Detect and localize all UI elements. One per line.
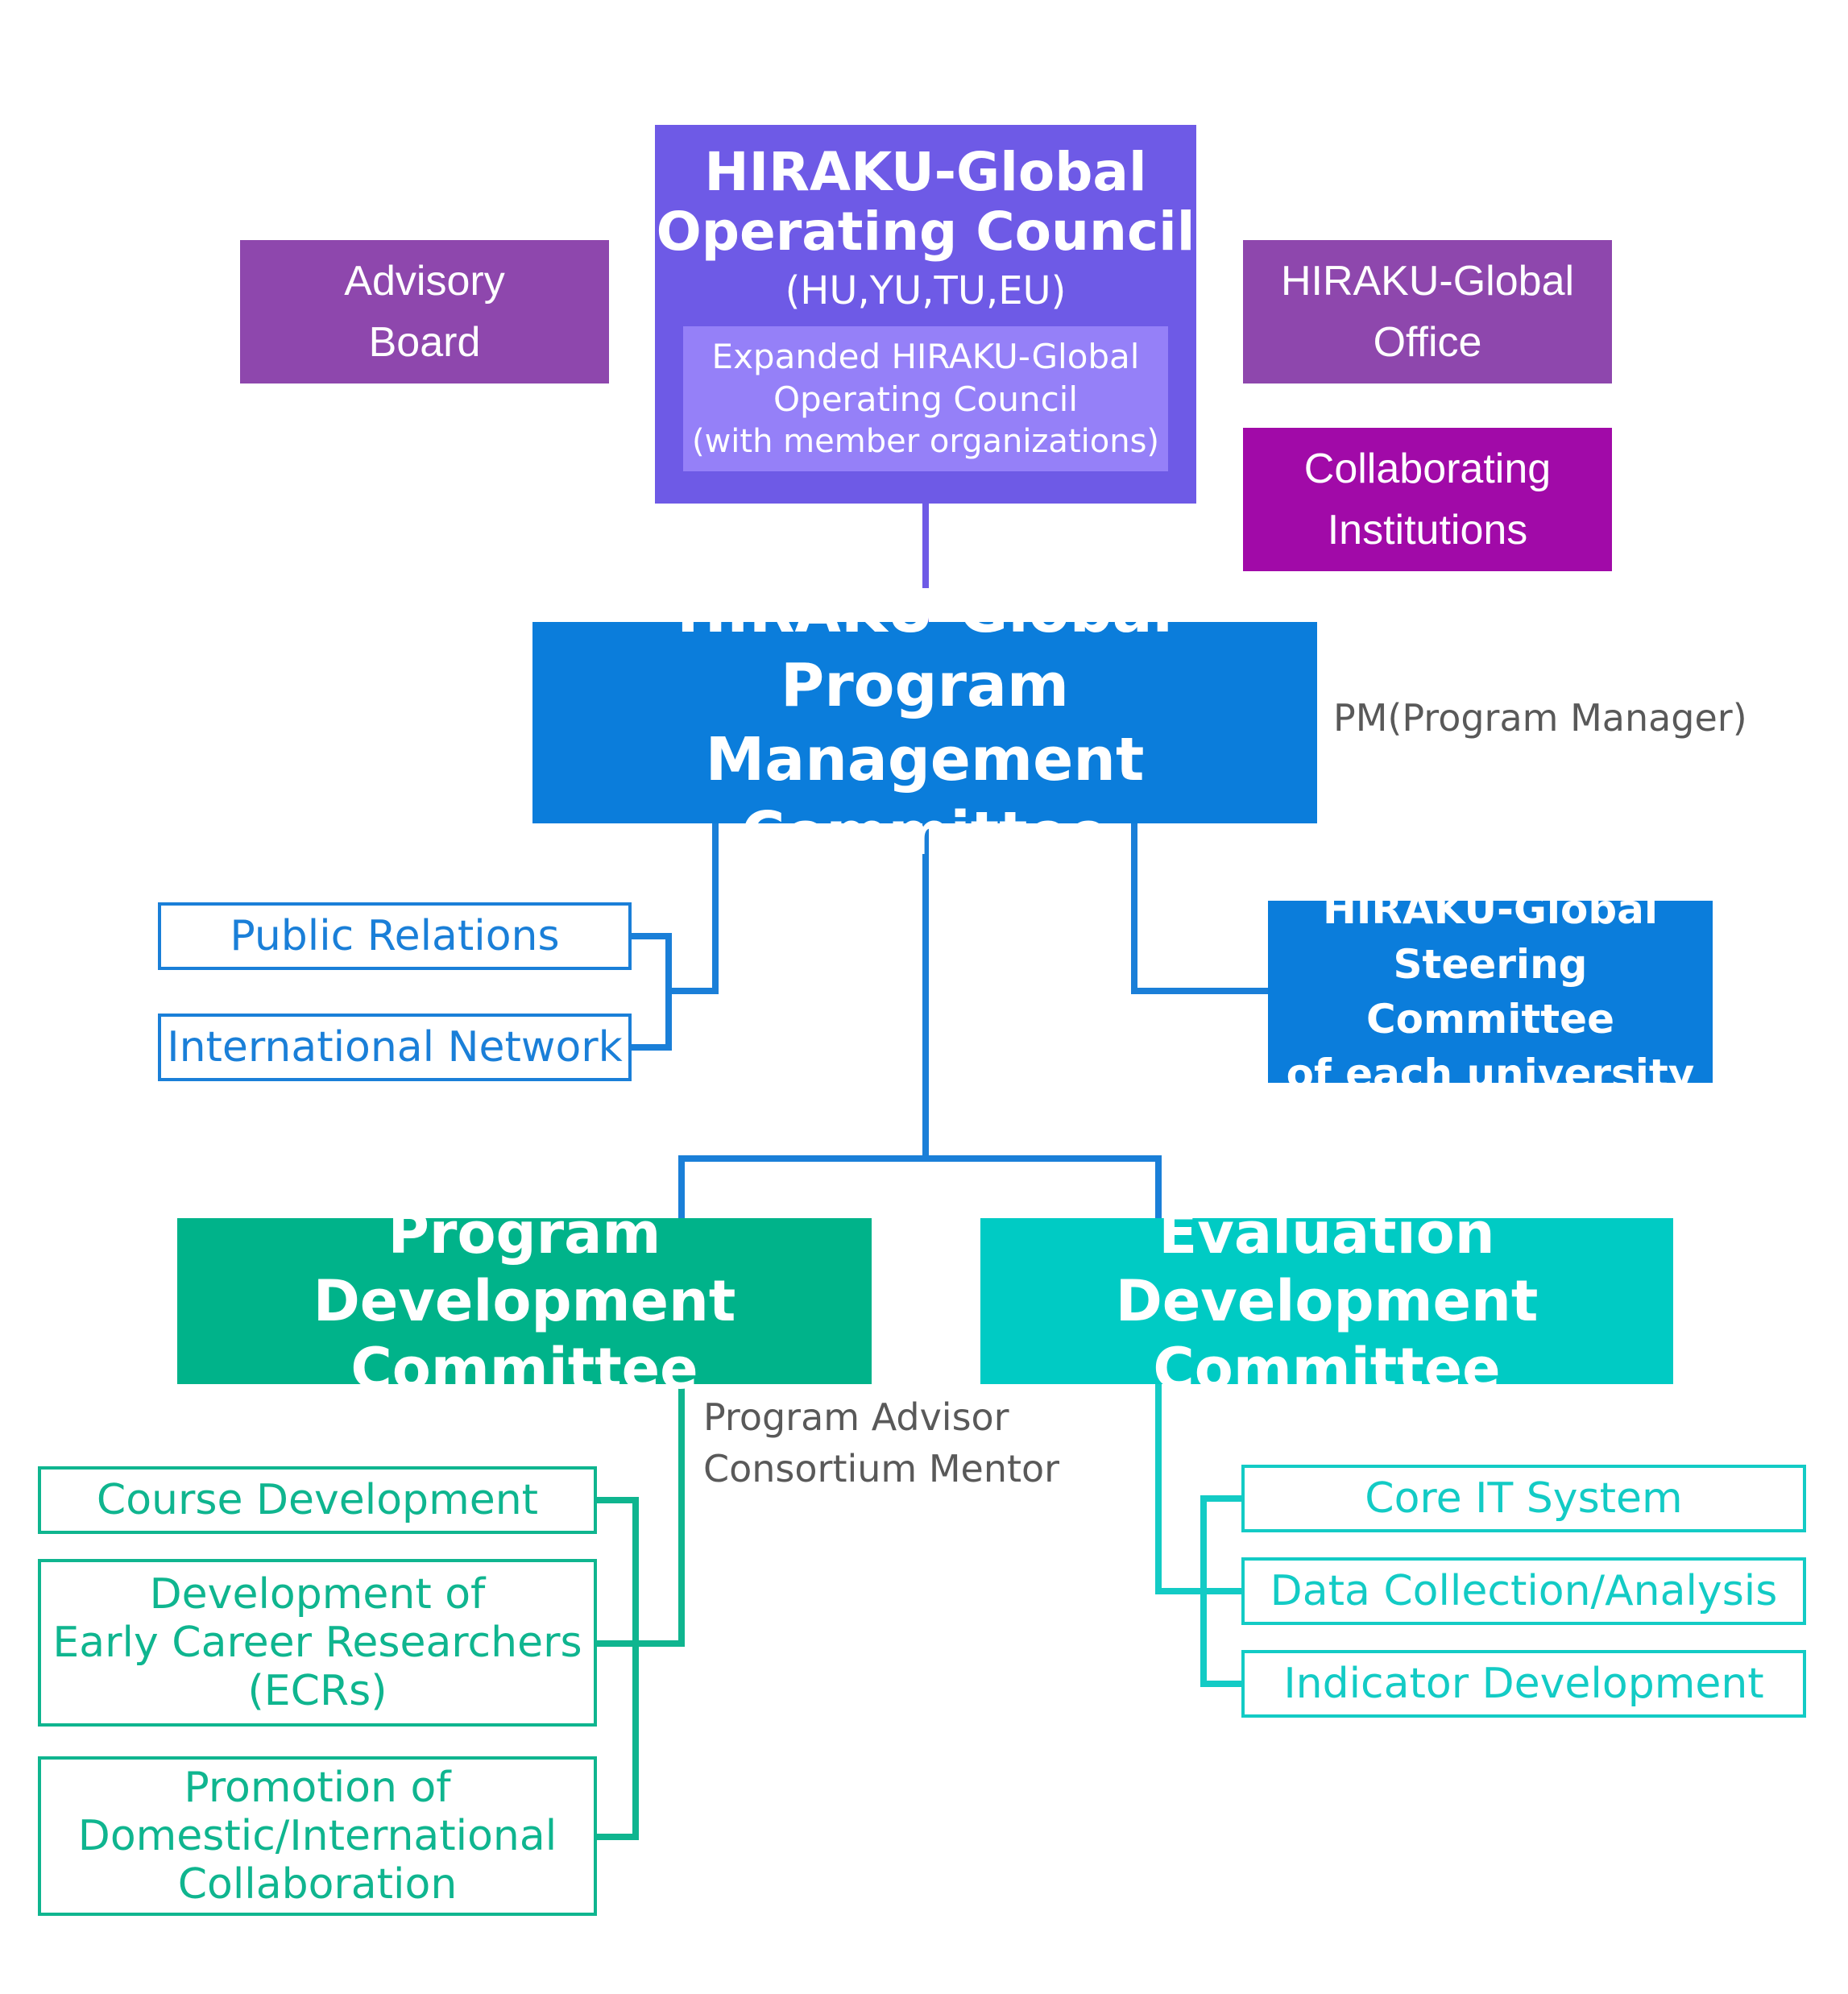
program-manager-note: PM(Program Manager) [1333, 696, 1747, 740]
edc-line1: Evaluation Development [1115, 1200, 1539, 1334]
expanded-council-box: Expanded HIRAKU-Global Operating Council… [683, 326, 1168, 471]
edc-line2: Committee [1153, 1336, 1501, 1402]
data-collection-label: Data Collection/Analysis [1270, 1567, 1778, 1615]
ecr-line3: (ECRs) [247, 1667, 387, 1715]
program-development-committee-box: Program Development Committee [177, 1200, 872, 1402]
pmc-to-pr-connector [669, 823, 719, 994]
committees-bracket [678, 1155, 1162, 1218]
expanded-line3: (with member organizations) [691, 422, 1160, 460]
advisory-line2: Board [368, 319, 481, 366]
pmc-to-steering-connector [1131, 823, 1268, 994]
steer-line3: of each university [1286, 1051, 1695, 1097]
collaborating-institutions-box: Collaborating Institutions [1243, 428, 1612, 571]
steer-line1: HIRAKU-Global [1322, 886, 1659, 933]
data-collection-box: Data Collection/Analysis [1241, 1557, 1806, 1625]
public-relations-label: Public Relations [230, 912, 560, 960]
edc-children-bracket [1200, 1495, 1241, 1687]
core-it-system-box: Core IT System [1241, 1465, 1806, 1532]
ecr-development-box: Development of Early Career Researchers … [38, 1559, 597, 1727]
advisory-board-box: Advisory Board [240, 240, 609, 383]
steer-line2: Steering Committee [1365, 941, 1614, 1043]
collab-line1: Collaborating [1303, 446, 1552, 492]
council-members: (HU,YU,TU,EU) [785, 268, 1067, 313]
indicator-development-box: Indicator Development [1241, 1650, 1806, 1718]
expanded-line2: Operating Council [773, 379, 1079, 419]
promo-line3: Collaboration [177, 1860, 458, 1909]
expanded-line1: Expanded HIRAKU-Global [711, 336, 1140, 376]
international-network-box: International Network [158, 1014, 632, 1081]
collab-line2: Institutions [1327, 507, 1528, 553]
advisor-note-line2: Consortium Mentor [703, 1447, 1060, 1490]
collaboration-promotion-box: Promotion of Domestic/International Coll… [38, 1756, 597, 1916]
promo-line2: Domestic/International [77, 1812, 557, 1860]
advisor-note-line1: Program Advisor [703, 1395, 1009, 1439]
pmc-line1: HIRAKU-Global Program [677, 577, 1173, 720]
advisory-line1: Advisory [344, 258, 505, 305]
course-development-label: Course Development [96, 1476, 539, 1524]
course-development-box: Course Development [38, 1466, 597, 1534]
promo-line1: Promotion of [184, 1764, 451, 1812]
core-it-label: Core IT System [1365, 1474, 1683, 1523]
global-office-box: HIRAKU-Global Office [1243, 240, 1612, 383]
program-advisor-note: Program Advisor Consortium Mentor [703, 1391, 1059, 1494]
council-title-line1: HIRAKU-Global [704, 141, 1147, 203]
program-management-committee-box: HIRAKU-Global Program Management Committ… [532, 577, 1317, 868]
pdc-line1: Program Development [313, 1200, 736, 1334]
pdc-to-children-connector [597, 1384, 685, 1647]
pmc-line2: Management Committee [705, 725, 1145, 868]
ecr-line1: Development of [149, 1570, 486, 1619]
edc-to-children-connector [1155, 1384, 1241, 1594]
steering-committee-box: HIRAKU-Global Steering Committee of each… [1268, 886, 1713, 1097]
office-line1: HIRAKU-Global [1280, 258, 1575, 305]
ecr-line2: Early Career Researchers [52, 1619, 582, 1667]
public-relations-box: Public Relations [158, 902, 632, 970]
pdc-line2: Committee [350, 1336, 698, 1402]
evaluation-development-committee-box: Evaluation Development Committee [980, 1200, 1673, 1402]
operating-council-box: HIRAKU-Global Operating Council (HU,YU,T… [655, 125, 1196, 504]
council-title-line2: Operating Council [656, 201, 1195, 263]
international-network-label: International Network [167, 1023, 623, 1072]
indicator-label: Indicator Development [1283, 1660, 1764, 1708]
office-line2: Office [1373, 319, 1482, 366]
pr-intl-bracket [632, 933, 672, 1051]
pdc-children-bracket [597, 1497, 639, 1840]
